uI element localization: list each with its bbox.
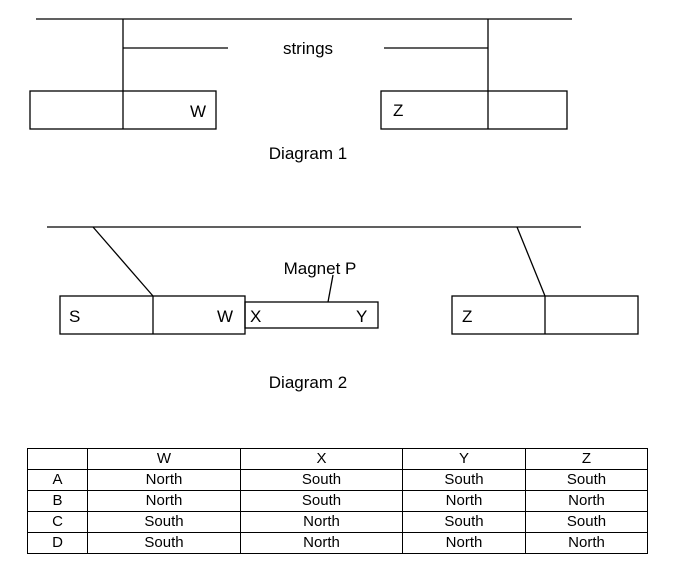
magnet-p (244, 301, 379, 329)
table-cell: North (87, 490, 241, 512)
table-cell: South (402, 511, 526, 533)
magnet-diagrams: strings W Z Diagram 1 Magnet P S W X Y Z… (29, 18, 639, 392)
option-label: D (27, 532, 88, 554)
right-magnet-1 (380, 90, 568, 130)
magnet-p-label: Magnet P (284, 259, 357, 278)
diagram2-caption: Diagram 2 (269, 373, 347, 392)
diagram2-label-z: Z (462, 307, 472, 326)
table-cell: North (87, 469, 241, 491)
table-row: C South North South South (27, 511, 648, 533)
magnet-p-pointer (327, 274, 334, 303)
option-label: A (27, 469, 88, 491)
table-row: A North South South South (27, 469, 648, 491)
diagram2-label-y: Y (356, 307, 367, 326)
table-header-cell: W (87, 448, 241, 470)
table-header-cell: Y (402, 448, 526, 470)
table-cell: North (402, 532, 526, 554)
option-label: C (27, 511, 88, 533)
strings-label: strings (283, 39, 333, 58)
table-header-row: W X Y Z (27, 448, 648, 470)
table-row: B North South North North (27, 490, 648, 512)
table-row: D South North North North (27, 532, 648, 554)
table-cell: South (240, 490, 403, 512)
diagram-2 (47, 226, 639, 335)
table-cell: North (525, 532, 648, 554)
table-cell: North (240, 511, 403, 533)
diagram1-label-w: W (190, 102, 206, 121)
table-header-cell: X (240, 448, 403, 470)
table-cell: North (402, 490, 526, 512)
diagram2-label-x: X (250, 307, 261, 326)
diagram2-label-w: W (217, 307, 233, 326)
diagram2-label-s: S (69, 307, 80, 326)
right-string-2 (516, 226, 546, 297)
table-cell: South (525, 511, 648, 533)
table-header-cell (27, 448, 88, 470)
diagram-1 (29, 18, 572, 130)
table-cell: South (240, 469, 403, 491)
table-cell: South (87, 532, 241, 554)
diagram1-label-z: Z (393, 101, 403, 120)
table-cell: South (402, 469, 526, 491)
table-cell: North (240, 532, 403, 554)
table-header-cell: Z (525, 448, 648, 470)
table-cell: North (525, 490, 648, 512)
table-cell: South (525, 469, 648, 491)
table-cell: South (87, 511, 241, 533)
diagram1-caption: Diagram 1 (269, 144, 347, 163)
answer-options-table: W X Y Z A North South South South B Nort… (27, 448, 648, 554)
option-label: B (27, 490, 88, 512)
left-string-2 (92, 226, 154, 297)
